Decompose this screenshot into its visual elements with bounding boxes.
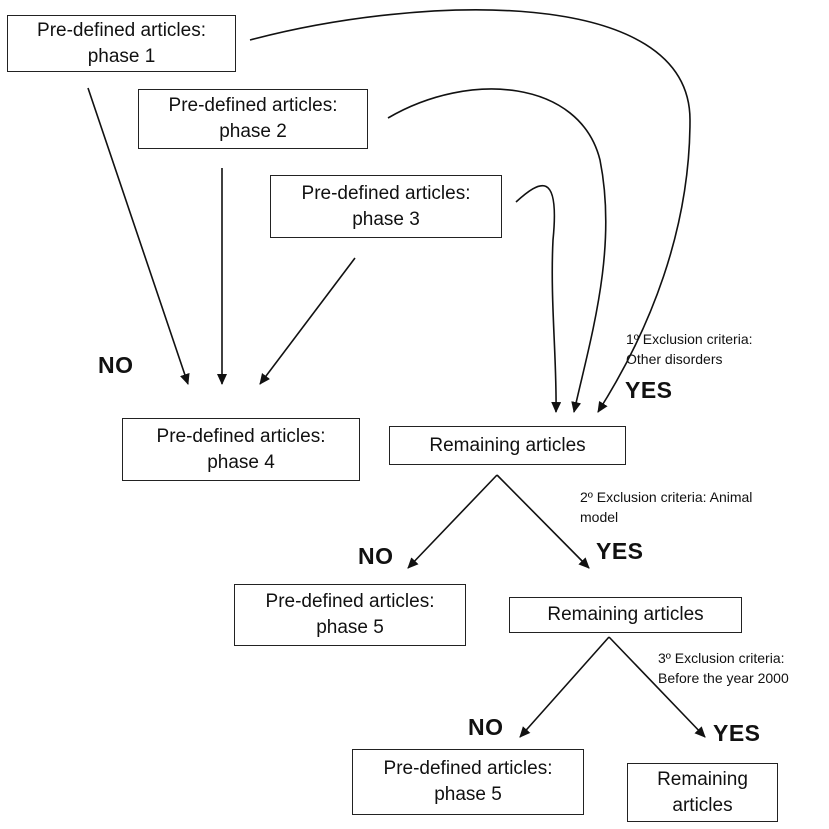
remaining3-box: Remaining articles [627,763,778,822]
arrow-remaining2-to-phase5b [519,636,610,738]
arrow-remaining2-to-remaining3 [608,636,706,738]
remaining2-label: Remaining articles [547,604,704,626]
phase1-title: Pre-defined articles: [37,19,206,41]
arrow-phase3-to-phase4 [259,257,356,385]
decision-yes-1: YES [625,377,673,403]
exclusion-criteria-2: 2º Exclusion criteria: Animal model [580,488,752,527]
exclusion-criteria-3: 3º Exclusion criteria: Before the year 2… [658,649,789,688]
phase5a-phase: phase 5 [316,617,384,638]
decision-no-2: NO [358,543,394,569]
phase1-box: Pre-defined articles: phase 1 [7,15,236,72]
phase2-box: Pre-defined articles: phase 2 [138,89,368,149]
criteria2-line1: 2º Exclusion criteria: Animal [580,489,753,505]
arrow-phase1-to-remaining [249,9,691,413]
phase3-phase: phase 3 [352,208,420,230]
phase3-box: Pre-defined articles: phase 3 [270,175,502,238]
decision-no-3: NO [468,714,504,740]
phase3-title: Pre-defined articles: [301,182,471,204]
decision-yes-3: YES [713,720,761,746]
remaining1-box: Remaining articles [389,426,626,465]
phase4-phase: phase 4 [207,451,275,473]
phase1-phase: phase 1 [87,45,156,67]
remaining1-label: Remaining articles [429,434,586,456]
arrow-remaining1-to-remaining2 [496,474,590,569]
phase5a-box: Pre-defined articles: phase 5 [234,584,466,646]
phase5b-phase: phase 5 [434,784,502,805]
arrow-remaining1-to-phase5a [407,474,498,569]
criteria1-line1: 1º Exclusion criteria: [626,331,753,347]
criteria3-line2: Before the year 2000 [658,669,789,686]
arrow-phase2-to-remaining [387,88,607,413]
remaining3-line1: Remaining [657,768,748,790]
decision-yes-2: YES [596,538,644,564]
criteria1-line2: Other disorders [626,350,723,367]
criteria3-line1: 3º Exclusion criteria: [658,650,785,666]
phase4-title: Pre-defined articles: [156,425,326,447]
arrow-phase1-to-phase4 [87,87,190,385]
remaining3-line2: articles [672,794,733,816]
exclusion-criteria-1: 1º Exclusion criteria: Other disorders [626,330,753,369]
phase5a-title: Pre-defined articles: [265,591,435,613]
decision-no-1: NO [98,352,134,378]
phase5b-box: Pre-defined articles: phase 5 [352,749,584,815]
arrow-phase3-to-remaining [515,184,562,413]
phase5b-title: Pre-defined articles: [383,758,553,780]
phase2-title: Pre-defined articles: [168,95,338,117]
phase4-box: Pre-defined articles: phase 4 [122,418,360,481]
criteria2-line2: model [580,508,619,525]
remaining2-box: Remaining articles [509,597,742,633]
phase2-phase: phase 2 [219,121,287,142]
